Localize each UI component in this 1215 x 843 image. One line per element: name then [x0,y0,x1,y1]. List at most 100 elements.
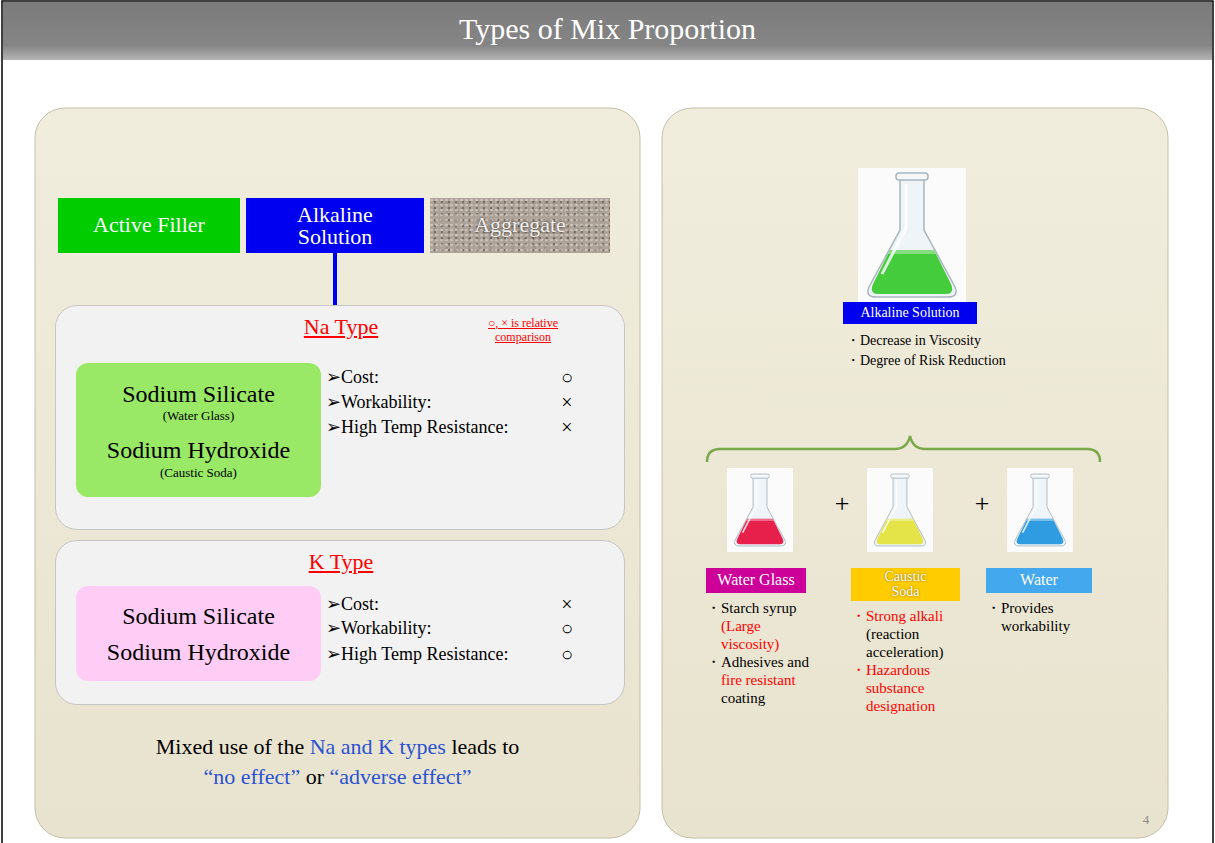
box-label: Alkaline Solution [860,305,959,320]
box-label: Alkaline Solution [297,202,373,249]
ingredient-label: Caustic Soda・Strong alkali (reaction acc… [851,568,960,601]
text-group: ➢Workability: [326,618,432,640]
text-group: ○, × is relative comparison [473,317,573,345]
box-label: Active Filler [93,212,205,237]
text-line: ○, × is relative comparison [473,317,573,345]
rating-mark: ○ [561,643,573,665]
title-bar [3,2,1212,60]
flask-illustration [734,474,785,546]
text-line: Alkaline Solution [860,304,959,322]
text-group: Sodium SilicateSodium Hydroxide [107,598,290,670]
type-panel: Na Type ○, × is relative comparison ➢Cost:… [55,305,625,530]
text-line: ・Decrease in Viscosity [846,332,981,350]
bullet-text: (reaction acceleration) [866,626,943,660]
text-line: Sodium Hydroxide [107,634,290,670]
text-group: Water [1020,570,1058,591]
plus-sign: + [835,489,850,518]
flask-illustration [1014,474,1065,546]
label-slot: + [970,489,994,519]
chemical-name: (Water Glass) [163,408,235,423]
rating-mark: × [561,416,572,438]
bullet-text: ・Decrease in Viscosity [846,333,981,348]
rating-mark: × [561,593,572,615]
note-text: ○, × is relative comparison [488,316,558,344]
chemical-name: Sodium Hydroxide [107,639,290,665]
text-group: ➢Workability: [326,392,432,414]
text-line: ○ [557,616,577,640]
chemical-name: (Caustic Soda) [160,465,237,480]
page-number: 4 [1143,812,1150,827]
text-line: Water [1020,570,1058,591]
text-line: ➢Workability: [326,618,432,640]
flask-photo-ground [1007,468,1073,552]
rating-mark: ○ [561,617,573,639]
note-text: Mixed use of the [156,734,304,759]
text-line: ・Starch syrup (Large viscosity) [706,599,820,653]
panel-heading: K Type [309,549,374,574]
bullet-text: coating [721,690,765,706]
title-slot: Types of Mix Proportion [0,0,1215,58]
bullet-text: ・Adhesives and [706,654,809,670]
material-box: Aggregate [430,198,610,253]
text-line: Mixed use of the Na and K types leads to [35,734,640,760]
property-label: ➢Workability: [326,618,432,638]
text-group: ・Degree of Risk Reduction [846,352,1006,370]
ingredient-label: Water・Provides workability [986,568,1092,593]
text-line: ○ [557,642,577,666]
bullet-text: (Large viscosity) [721,618,779,652]
box-label: Caustic Soda [885,569,927,599]
label-slot: 4 [1134,810,1158,828]
bullet-text: ・Provides workability [986,600,1070,634]
text-line: Sodium Silicate [107,380,290,409]
text-line: Sodium Hydroxide [107,436,290,465]
text-line: ・Strong alkali (reaction acceleration) [851,607,963,661]
text-group: ➢Cost: [326,367,379,389]
flask-photo-ground [867,468,933,552]
box-label: Aggregate [474,212,566,237]
text-group: ・Provides workability [986,599,1094,635]
text-line: × [557,390,577,414]
type-panel: K Type ➢Cost: × ➢Workability: ○ ➢High Temp Re… [55,540,625,705]
text-line: ➢Cost: [326,367,379,389]
bullet-text: ・Degree of Risk Reduction [846,353,1006,368]
text-group: ・Starch syrup (Large viscosity)・Adhesive… [706,599,820,707]
text-group: Mixed use of the Na and K types leads to [35,734,640,760]
left-panel-shape [35,108,640,838]
text-line: ・Hazardous substance designation [851,661,963,715]
text-line: × [557,415,577,439]
chemical-name: Sodium Silicate [122,381,275,407]
text-line: Water Glass [717,570,794,591]
text-line: ・Degree of Risk Reduction [846,352,1006,370]
text-line: Sodium Silicate [107,598,290,634]
text-group: Caustic Soda [876,570,936,599]
text-group: ○ [557,365,577,389]
text-line: × [557,592,577,616]
label-slot: + [830,489,854,519]
text-group: ➢High Temp Resistance: [326,644,508,666]
text-group: ○ [557,616,577,640]
material-box: Alkaline Solution [246,198,424,253]
text-line: ・Adhesives and fire resistant coating [706,653,820,707]
note-text: Na and K types [310,734,446,759]
text-line: “no effect” or “adverse effect” [35,764,640,790]
property-label: ➢Cost: [326,594,379,614]
rating-mark: ○ [561,366,573,388]
text-group: ➢Cost: [326,594,379,616]
property-label: ➢High Temp Resistance: [326,644,508,664]
box-label: Water [1020,571,1058,588]
text-group: K Type [56,549,626,575]
box-label: Water Glass [717,571,794,588]
solution-label: Alkaline Solution [843,302,977,324]
property-label: ➢High Temp Resistance: [326,417,508,437]
flask-illustration [868,173,956,297]
right-panel: ・Decrease in Viscosity ・Degree of Risk Re… [662,108,1168,838]
panel-heading: Na Type [304,314,378,339]
property-label: ➢Workability: [326,392,432,412]
chemical-name: Sodium Silicate [122,603,275,629]
text-group: × [557,592,577,616]
property-label: ➢Cost: [326,367,379,387]
text-group: ・Decrease in Viscosity [846,332,981,350]
text-group: Water Glass [717,570,794,591]
slide-title: Types of Mix Proportion [459,12,756,46]
